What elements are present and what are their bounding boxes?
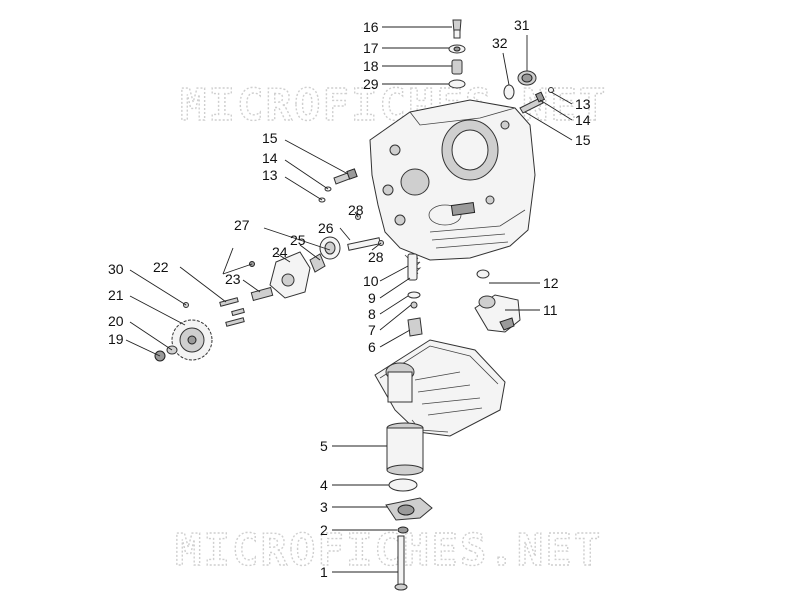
callout-7: 7 (368, 322, 376, 338)
pump-bolts (219, 297, 245, 327)
long-bolt (394, 535, 408, 591)
oil-pump-shaft (347, 214, 384, 251)
cap-31 (517, 70, 537, 86)
callout-8: 8 (368, 306, 376, 322)
callout-14-right: 14 (575, 112, 591, 128)
callout-labels: 1 2 3 4 5 6 7 8 9 10 11 12 13 14 15 16 1… (108, 17, 591, 580)
callout-1: 1 (320, 564, 328, 580)
callout-24: 24 (272, 244, 288, 260)
leader-lines (125, 26, 573, 573)
callout-29: 29 (363, 76, 379, 92)
callout-27: 27 (234, 217, 250, 233)
callout-18: 18 (363, 58, 379, 74)
callout-28-bottom: 28 (368, 249, 384, 265)
callout-3: 3 (320, 499, 328, 515)
filter-o-ring (388, 478, 418, 492)
o-ring-32 (503, 84, 515, 100)
callout-11: 11 (543, 302, 558, 318)
callout-4: 4 (320, 477, 328, 493)
washer (397, 526, 409, 534)
top-plug-stack (448, 19, 466, 89)
callout-32: 32 (492, 35, 508, 51)
side-pump (474, 294, 521, 333)
callout-14-left: 14 (262, 150, 278, 166)
pump-body (249, 251, 311, 302)
crankcase (369, 99, 536, 261)
callout-20: 20 (108, 313, 124, 329)
callout-13-left: 13 (262, 167, 278, 183)
oil-sump (374, 339, 506, 437)
callout-30: 30 (108, 261, 124, 277)
callout-31: 31 (514, 17, 530, 33)
callout-19: 19 (108, 331, 124, 347)
o-ring-12 (476, 269, 490, 279)
callout-21: 21 (108, 287, 124, 303)
callout-26: 26 (318, 220, 334, 236)
callout-28-top: 28 (348, 202, 364, 218)
callout-12: 12 (543, 275, 559, 291)
callout-13-right: 13 (575, 96, 591, 112)
oil-filter (386, 422, 424, 476)
pump-gear (309, 253, 326, 273)
callout-10: 10 (363, 273, 379, 289)
callout-2: 2 (320, 522, 328, 538)
callout-22: 22 (153, 259, 169, 275)
callout-16: 16 (363, 19, 379, 35)
callout-23: 23 (225, 271, 241, 287)
pump-rotor (319, 236, 341, 260)
watermark-bottom: MICROFICHES.NET (175, 525, 602, 576)
callout-17: 17 (363, 40, 379, 56)
callout-9: 9 (368, 290, 376, 306)
callout-6: 6 (368, 339, 376, 355)
left-bolt-group (318, 168, 358, 203)
callout-15-left: 15 (262, 130, 278, 146)
callout-15-right: 15 (575, 132, 591, 148)
callout-25: 25 (290, 232, 306, 248)
callout-5: 5 (320, 438, 328, 454)
drive-gear (171, 319, 213, 361)
filter-adapter (385, 497, 433, 521)
